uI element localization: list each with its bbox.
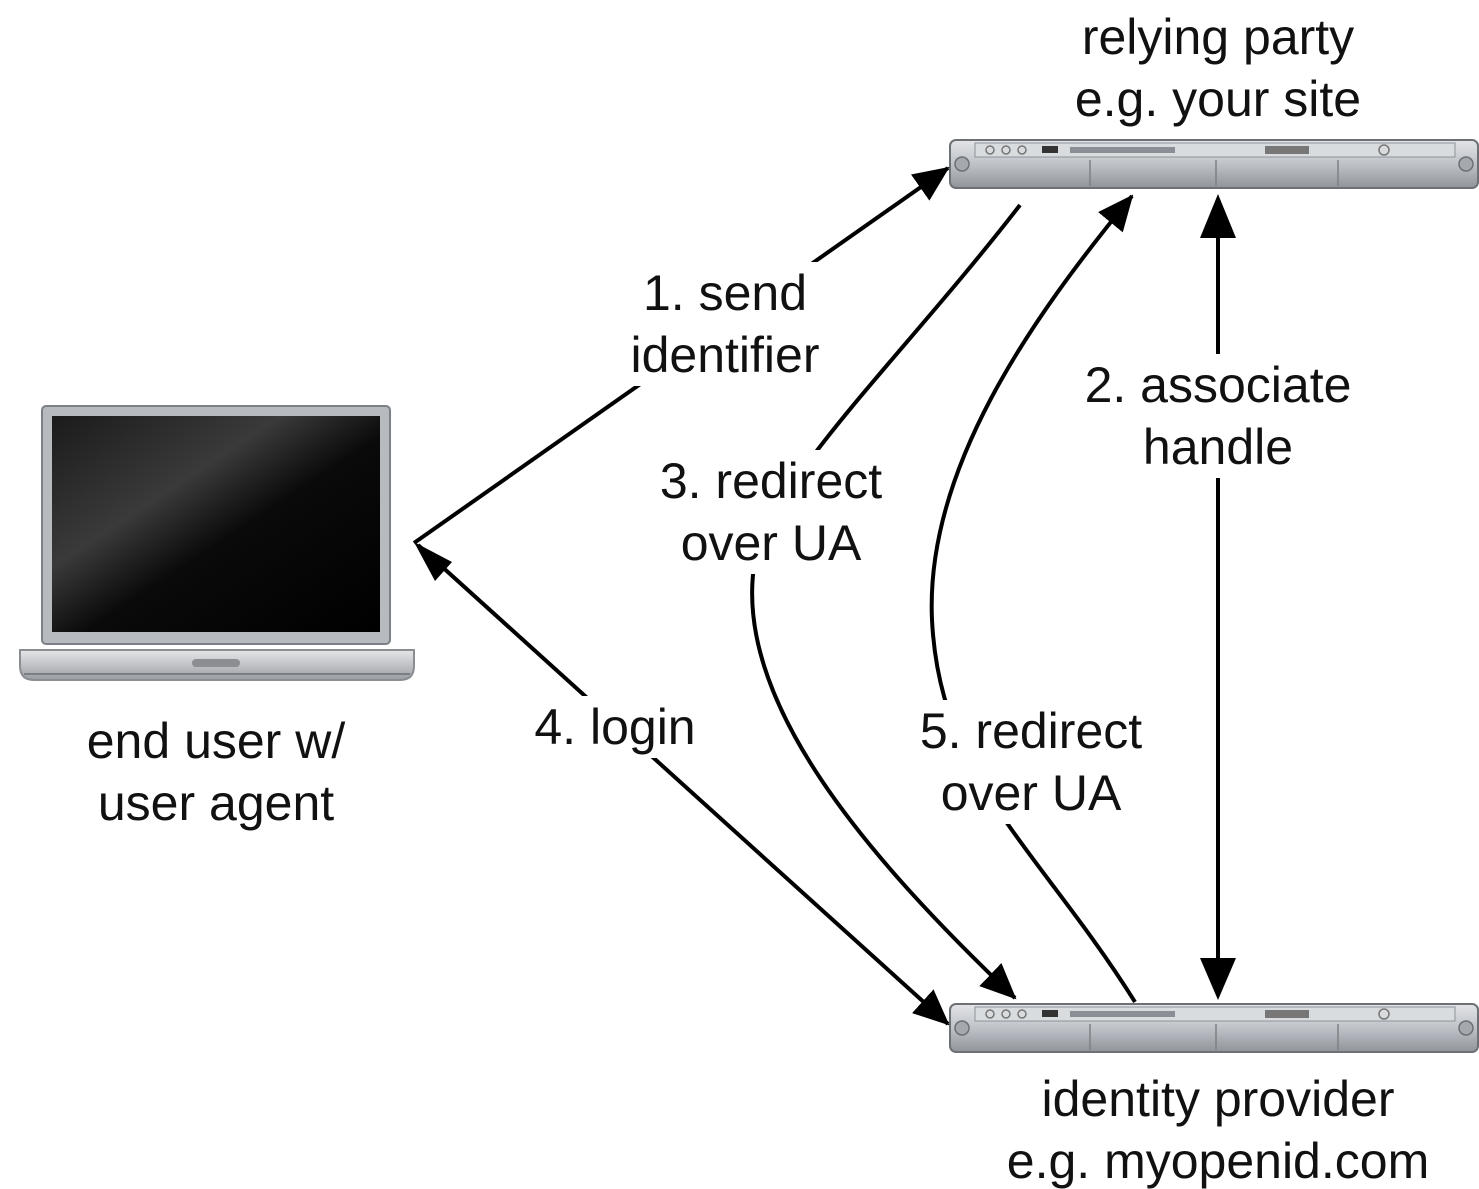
step-1-detail: identifier xyxy=(630,327,820,383)
end-user-agent: user agent xyxy=(97,775,335,831)
laptop-icon xyxy=(19,405,415,681)
edge-login xyxy=(416,543,950,1026)
step-1-title: 1. send xyxy=(642,265,807,321)
step-4-title: 4. login xyxy=(534,699,696,755)
step-3-title: 3. redirect xyxy=(659,453,883,509)
relying-party-server-icon xyxy=(949,139,1479,189)
end-user-label: end user w/ user agent xyxy=(16,710,416,834)
step-1-label: 1. send identifier xyxy=(600,262,850,386)
identity-provider-name: identity provider xyxy=(1041,1071,1395,1127)
identity-provider-server-icon xyxy=(949,1003,1479,1053)
relying-party-label: relying party e.g. your site xyxy=(1018,6,1418,130)
identity-provider-label: identity provider e.g. myopenid.com xyxy=(968,1068,1468,1189)
edge-redirect-5 xyxy=(929,194,1137,1004)
step-5-title: 5. redirect xyxy=(919,703,1143,759)
step-2-detail: handle xyxy=(1142,419,1294,475)
edge-associate-handle-bottom-arrowhead xyxy=(1200,958,1236,1000)
relying-party-example: e.g. your site xyxy=(1074,71,1362,127)
edge-login-start-arrowhead xyxy=(414,542,452,581)
identity-provider-example: e.g. myopenid.com xyxy=(1006,1133,1430,1189)
step-5-label: 5. redirect over UA xyxy=(900,700,1162,824)
step-4-label: 4. login xyxy=(520,696,710,758)
step-2-label: 2. associate handle xyxy=(1060,354,1376,478)
step-3-detail: over UA xyxy=(680,515,862,571)
end-user-name: end user w/ xyxy=(86,713,346,769)
step-5-detail: over UA xyxy=(940,765,1122,821)
step-3-label: 3. redirect over UA xyxy=(640,450,902,574)
edge-associate-handle-top-arrowhead xyxy=(1200,194,1236,238)
step-2-title: 2. associate xyxy=(1084,357,1352,413)
relying-party-name: relying party xyxy=(1081,9,1355,65)
